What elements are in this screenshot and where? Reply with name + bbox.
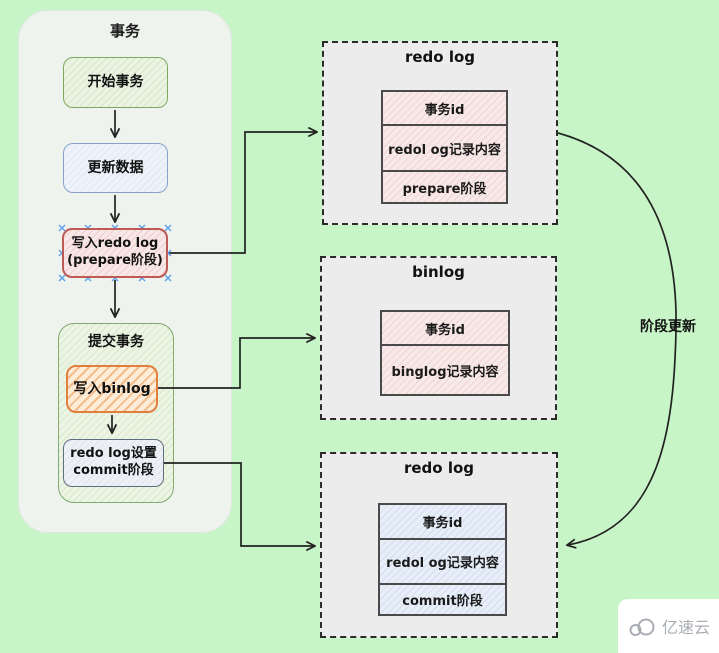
node-prepare-label-line1: 写入redo log bbox=[71, 236, 159, 252]
node-redo-set-commit[interactable]: redo log设置 commit阶段 bbox=[63, 439, 164, 487]
cloud-logo-icon bbox=[629, 618, 655, 636]
arrow-prepare-to-redolog1[interactable] bbox=[168, 132, 316, 254]
node-redoset-label-line1: redo log设置 bbox=[70, 446, 157, 462]
node-update-label: 更新数据 bbox=[87, 159, 144, 176]
node-start-transaction[interactable]: 开始事务 bbox=[63, 57, 168, 108]
redo-log-prepare-table[interactable]: 事务id redol og记录内容 prepare阶段 bbox=[381, 90, 508, 204]
table-row[interactable]: redol og记录内容 bbox=[380, 538, 505, 583]
arrow-redoset-to-redolog2[interactable] bbox=[164, 462, 314, 546]
phase-update-label: 阶段更新 bbox=[640, 319, 696, 335]
watermark-badge: 亿速云 bbox=[618, 599, 719, 653]
arrow-binlog-to-binlogpanel[interactable] bbox=[158, 338, 314, 389]
table-row[interactable]: commit阶段 bbox=[380, 583, 505, 614]
node-update-data[interactable]: 更新数据 bbox=[63, 143, 168, 193]
node-write-binlog[interactable]: 写入binlog bbox=[66, 365, 158, 413]
binlog-panel-title: binlog bbox=[412, 263, 465, 281]
table-row[interactable]: redol og记录内容 bbox=[383, 124, 506, 170]
redo-log-commit-table[interactable]: 事务id redol og记录内容 commit阶段 bbox=[378, 503, 507, 616]
table-row[interactable]: 事务id bbox=[380, 505, 505, 538]
redo-log-commit-panel-title: redo log bbox=[403, 459, 475, 477]
table-row[interactable]: prepare阶段 bbox=[383, 170, 506, 202]
binlog-table[interactable]: 事务id binglog记录内容 bbox=[380, 310, 510, 396]
transaction-title: 事务 bbox=[109, 22, 140, 40]
commit-group-title: 提交事务 bbox=[88, 334, 144, 350]
node-redoset-label-line2: commit阶段 bbox=[73, 463, 154, 478]
table-row[interactable]: binglog记录内容 bbox=[382, 344, 508, 394]
node-prepare-label-line2: (prepare阶段) bbox=[67, 253, 163, 268]
arrow-phase-update-curve[interactable] bbox=[557, 132, 677, 545]
redo-log-prepare-panel-title: redo log bbox=[404, 48, 476, 66]
node-start-label: 开始事务 bbox=[87, 74, 144, 91]
table-row[interactable]: 事务id bbox=[383, 92, 506, 124]
watermark-text: 亿速云 bbox=[661, 618, 710, 637]
node-write-redo-prepare[interactable]: 写入redo log (prepare阶段) bbox=[62, 228, 168, 278]
table-row[interactable]: 事务id bbox=[382, 312, 508, 344]
node-binlog-label: 写入binlog bbox=[73, 380, 151, 397]
